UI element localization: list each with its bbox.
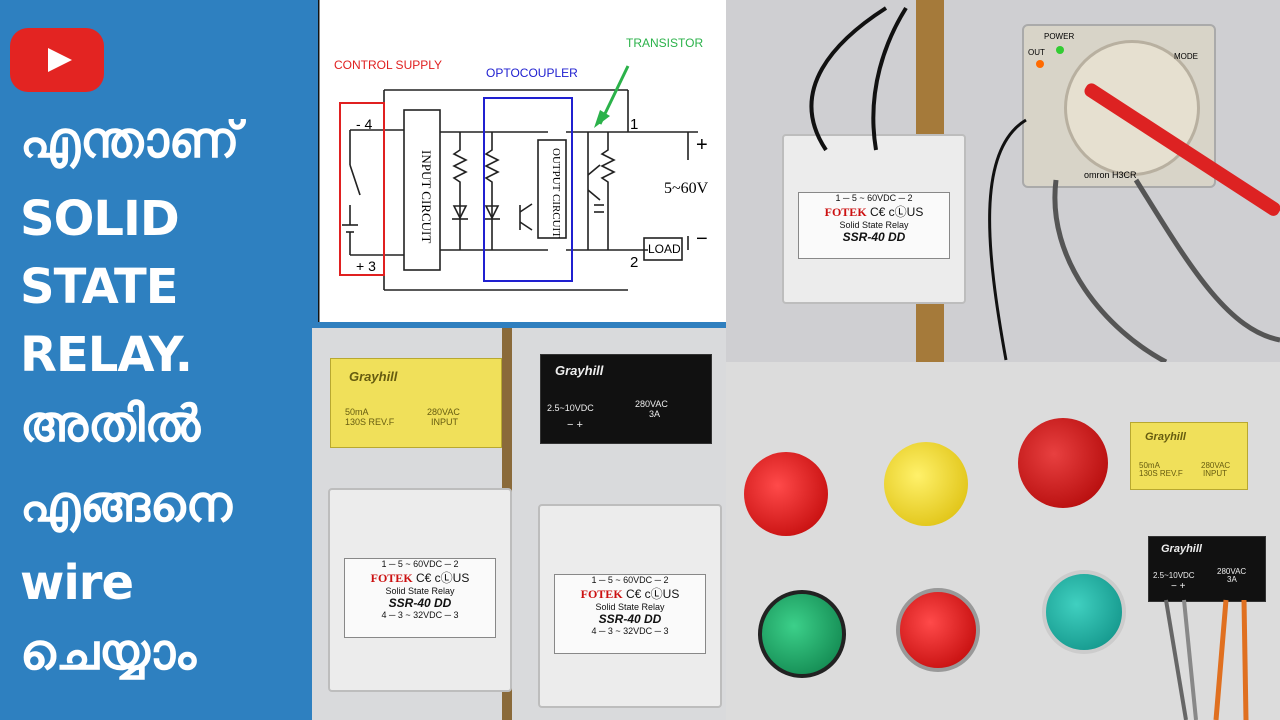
omron-timer: POWER OUT MODE omron H3CR xyxy=(1022,24,1216,188)
ssr-relay-top: 1 ─ 5 ~ 60VDC ─ 2 FOTEK C€ cⓁUS Solid St… xyxy=(782,134,966,304)
plus-label: + xyxy=(696,134,708,156)
teal-pilot-lamp-icon xyxy=(1042,570,1126,654)
yellow-relay-mounted: Grayhill 50mA 130S REV.F 280VAC INPUT xyxy=(1130,422,1248,490)
youtube-logo-icon xyxy=(10,28,104,92)
title-line: STATE xyxy=(20,259,179,315)
title-line: എന്താണ് xyxy=(20,111,240,169)
title-line: ചെയ്യാം xyxy=(20,623,197,681)
voltage-label: 5~60V xyxy=(664,180,709,197)
title-line: അതിൽ xyxy=(20,395,201,453)
black-relay: Grayhill 2.5~10VDC 280VAC 3A − + xyxy=(540,354,712,444)
power-label: POWER xyxy=(1044,32,1075,41)
yellow-relay: Grayhill 50mA 130S REV.F 280VAC INPUT xyxy=(330,358,502,448)
ssr-relay-right: 1 ─ 5 ~ 60VDC ─ 2 FOTEK C€ cⓁUS Solid St… xyxy=(538,504,722,708)
mode-label: MODE xyxy=(1174,52,1198,61)
timer-brand-label: omron H3CR xyxy=(1084,170,1137,180)
title-line: എങ്ങനെ xyxy=(20,475,232,533)
output-circuit-label: OUTPUT CIRCUIT xyxy=(550,148,562,238)
terminal-1-label: 1 xyxy=(630,116,639,133)
relay-modules-photo: Grayhill 50mA 130S REV.F 280VAC INPUT Gr… xyxy=(312,328,726,720)
optocoupler-label: OPTOCOUPLER xyxy=(486,66,578,80)
yellow-pilot-lamp-icon xyxy=(884,442,968,526)
green-push-button-icon xyxy=(758,590,846,678)
minus-label: − xyxy=(696,228,708,250)
terminal-2-label: 2 xyxy=(630,254,639,271)
control-panel-photo: Grayhill 50mA 130S REV.F 280VAC INPUT Gr… xyxy=(726,362,1280,720)
title-line: RELAY. xyxy=(20,327,193,383)
input-circuit-label: INPUT CIRCUIT xyxy=(419,150,434,244)
red-push-button-icon xyxy=(896,588,980,672)
terminal-4-label: - 4 xyxy=(356,116,373,132)
load-label: LOAD xyxy=(648,242,681,256)
timer-wiring-photo: POWER OUT MODE omron H3CR 1 ─ 5 ~ 60VDC … xyxy=(726,0,1280,362)
ssr-circuit-diagram: CONTROL SUPPLY OPTOCOUPLER TRANSISTOR - … xyxy=(318,0,726,322)
title-line: wire xyxy=(20,555,134,611)
title-line: SOLID xyxy=(20,191,180,247)
transistor-label: TRANSISTOR xyxy=(626,36,704,50)
black-relay-mounted: Grayhill 2.5~10VDC 280VAC 3A − + xyxy=(1148,536,1266,602)
terminal-3-label: + 3 xyxy=(356,258,376,274)
red-pilot-lamp-icon xyxy=(744,452,828,536)
ssr-relay-left: 1 ─ 5 ~ 60VDC ─ 2 FOTEK C€ cⓁUS Solid St… xyxy=(328,488,512,692)
control-supply-label: CONTROL SUPPLY xyxy=(334,58,443,72)
emergency-stop-button-icon xyxy=(1018,418,1108,508)
title-strip: എന്താണ് SOLID STATE RELAY. അതിൽ എങ്ങനെ wire ചെയ… xyxy=(0,0,312,720)
out-label: OUT xyxy=(1028,48,1045,57)
